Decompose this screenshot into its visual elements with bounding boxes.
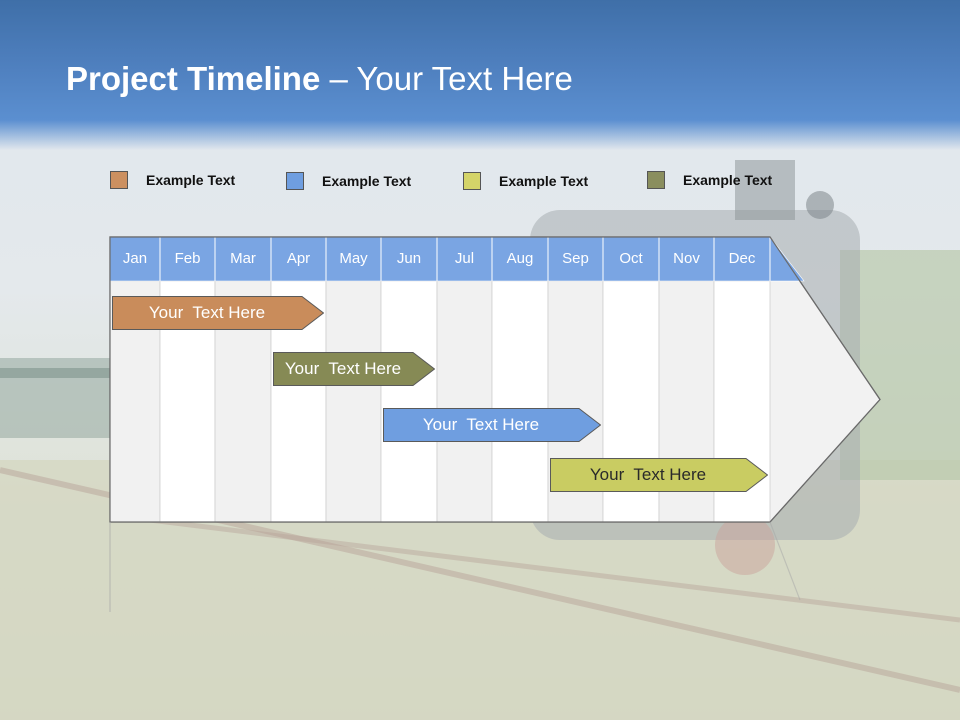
month-label-dec: Dec — [728, 250, 756, 267]
task-bar[interactable]: Your Text Here — [273, 352, 435, 386]
month-label-nov: Nov — [673, 250, 700, 267]
legend-item-3: Example Text — [463, 171, 588, 191]
month-label-may: May — [339, 250, 368, 267]
task-label: Your Text Here — [284, 359, 402, 378]
task-label: Your Text Here — [589, 465, 707, 484]
legend-item-4: Example Text — [647, 170, 772, 190]
task-bar[interactable]: Your Text Here — [550, 458, 768, 492]
month-column — [436, 280, 493, 523]
month-label-jun: Jun — [396, 250, 422, 267]
legend-label: Example Text — [146, 172, 236, 188]
task-arrow — [273, 352, 435, 386]
title-rest: – Your Text Here — [320, 60, 573, 97]
legend-label: Example Text — [499, 173, 589, 189]
task-label: Your Text Here — [148, 303, 266, 322]
task-arrow — [550, 458, 768, 492]
legend-swatch — [647, 171, 665, 189]
legend-swatch — [463, 172, 481, 190]
month-label-apr: Apr — [286, 250, 311, 267]
month-column — [491, 280, 549, 523]
header-band — [0, 0, 960, 150]
month-column — [325, 280, 382, 523]
task-bar-shape — [550, 458, 768, 492]
month-label-aug: Aug — [506, 250, 534, 267]
month-label-jan: Jan — [122, 250, 148, 267]
month-label-jul: Jul — [454, 250, 475, 267]
month-label-feb: Feb — [174, 250, 201, 267]
task-bar[interactable]: Your Text Here — [112, 296, 324, 330]
month-label-mar: Mar — [230, 250, 256, 267]
task-bar[interactable]: Your Text Here — [383, 408, 601, 442]
month-label-sep: Sep — [562, 250, 589, 267]
legend-item-1: Example Text — [110, 170, 235, 190]
legend-item-2: Example Text — [286, 171, 411, 191]
task-arrow — [383, 408, 601, 442]
month-column — [380, 280, 438, 523]
reflection-line — [769, 521, 801, 601]
month-label-oct: Oct — [619, 250, 643, 267]
slide-title: Project Timeline – Your Text Here — [66, 60, 573, 98]
timeline-arrow-outline — [109, 236, 881, 523]
task-bar-shape — [383, 408, 601, 442]
legend-label: Example Text — [683, 172, 773, 188]
task-arrow — [112, 296, 324, 330]
legend-label: Example Text — [322, 173, 412, 189]
task-label: Your Text Here — [422, 415, 540, 434]
task-bar-shape — [273, 352, 435, 386]
task-bar-shape — [112, 296, 324, 330]
legend-swatch — [286, 172, 304, 190]
legend-swatch — [110, 171, 128, 189]
title-bold: Project Timeline — [66, 60, 321, 97]
